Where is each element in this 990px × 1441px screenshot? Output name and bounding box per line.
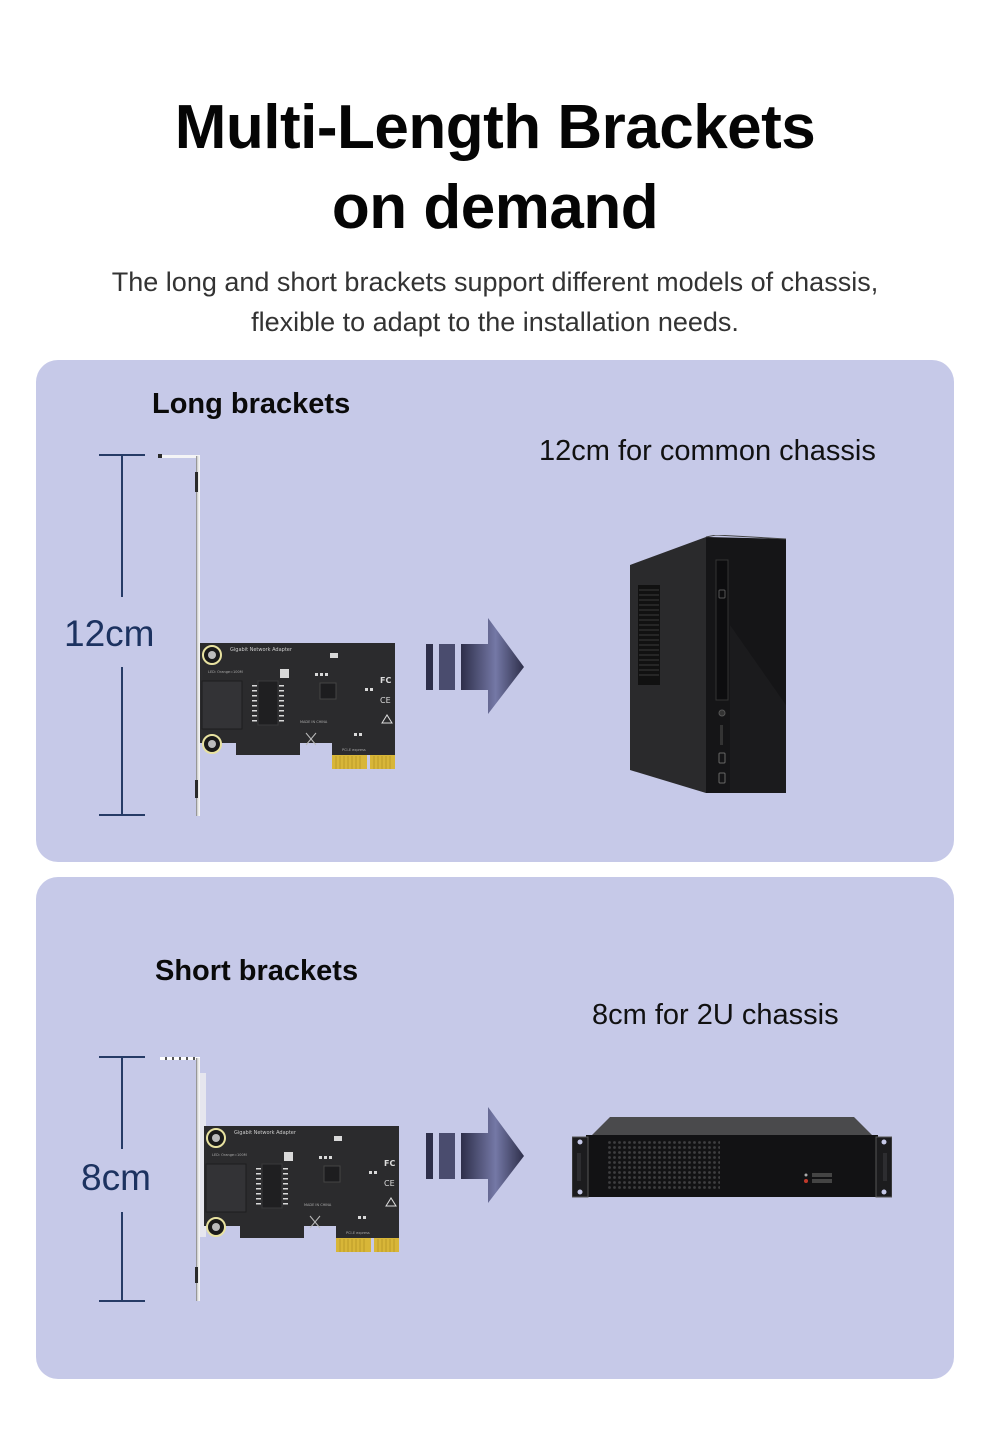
dimension-bottom-cap — [99, 1300, 145, 1302]
bracket-edge-mark — [195, 780, 198, 798]
page-title-line-2: on demand — [331, 173, 659, 242]
svg-text:MADE IN CHINA: MADE IN CHINA — [304, 1203, 332, 1207]
pcb-product-label: Gigabit Network Adapter — [234, 1130, 297, 1136]
dimension-line-lower — [121, 1212, 123, 1300]
bracket-tab-tip — [158, 454, 162, 458]
bracket-tab — [160, 1057, 200, 1060]
dimension-label: 12cm — [64, 613, 155, 654]
svg-text:PCI-E express: PCI-E express — [346, 1231, 370, 1235]
bracket-tab — [160, 455, 200, 458]
dimension-bottom-cap — [99, 814, 145, 816]
network-card-pcb: Gigabit Network Adapter LED: Orange=100M… — [204, 1126, 399, 1252]
svg-text:CE: CE — [380, 696, 391, 705]
subtitle-line-2: flexible to adapt to the installation ne… — [251, 307, 739, 337]
svg-text:FC: FC — [384, 1159, 395, 1168]
dimension-line-lower — [121, 667, 123, 815]
panel-heading: Short brackets — [155, 955, 359, 987]
page-title-line-1: Multi-Length Brackets — [174, 93, 816, 162]
network-card-pcb: Gigabit Network Adapter LED: Orange=100M… — [200, 643, 395, 769]
bracket-edge-mark — [195, 472, 198, 492]
dimension-line-upper — [121, 1057, 123, 1149]
svg-text:PCI-E express: PCI-E express — [342, 748, 366, 752]
desktop-tower-icon — [630, 535, 787, 793]
panel-caption: 8cm for 2U chassis — [592, 999, 839, 1031]
svg-text:CE: CE — [384, 1179, 395, 1188]
arrow-right-icon — [426, 618, 524, 714]
short-brackets-panel: Short brackets 8cm for 2U chassis 8cm — [36, 877, 954, 1379]
svg-text:LED: Orange=100M: LED: Orange=100M — [212, 1153, 247, 1157]
svg-text:MADE IN CHINA: MADE IN CHINA — [300, 720, 328, 724]
arrow-right-icon — [426, 1107, 524, 1203]
svg-text:LED: Orange=100M: LED: Orange=100M — [208, 670, 243, 674]
long-brackets-panel: Long brackets 12cm for common chassis 12… — [36, 360, 954, 862]
bracket-plate-flange — [200, 1073, 206, 1237]
bracket-plate — [196, 456, 200, 816]
bracket-edge-mark — [195, 1267, 198, 1283]
svg-text:FC: FC — [380, 676, 391, 685]
rack-server-2u-icon — [572, 1117, 892, 1198]
panel-caption: 12cm for common chassis — [539, 435, 876, 467]
dimension-line-upper — [121, 455, 123, 597]
pcb-product-label: Gigabit Network Adapter — [230, 647, 293, 653]
subtitle-line-1: The long and short brackets support diff… — [111, 267, 879, 297]
bracket-plate — [196, 1058, 200, 1301]
dimension-label: 8cm — [81, 1157, 151, 1198]
panel-heading: Long brackets — [152, 388, 351, 420]
